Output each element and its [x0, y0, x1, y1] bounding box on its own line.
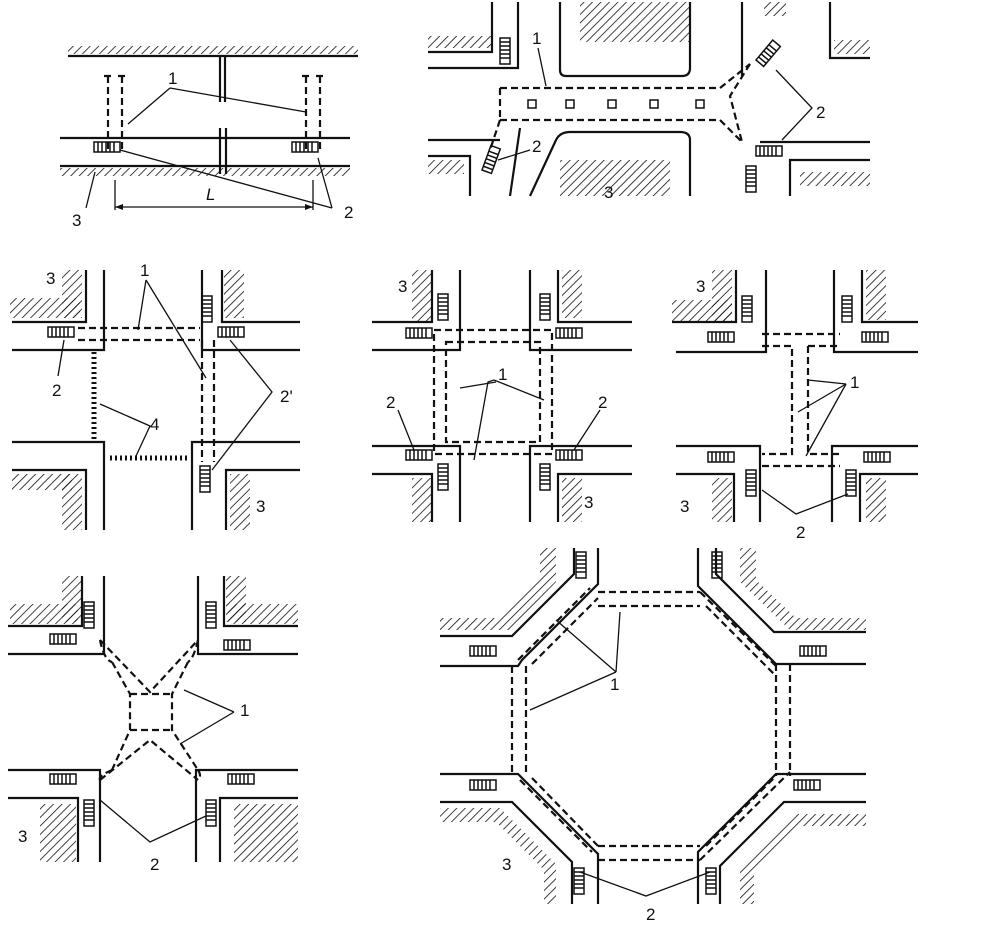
passage-top: [78, 326, 200, 342]
stair-nw-v: [83, 601, 95, 629]
stair-north: [499, 37, 511, 65]
stair-sw-h: [49, 773, 77, 785]
top-sidewalk-hatch: [68, 46, 358, 54]
passage-south: [598, 844, 700, 862]
label-passage: 1: [240, 701, 249, 720]
stair-w1: [469, 645, 497, 657]
diagram-straight-underpass: L 1 2 3: [60, 46, 358, 230]
label-stair: 2: [796, 523, 805, 542]
label-sidewalk-nw: 3: [398, 277, 407, 296]
diagram-t-junction-underpass: 1 2 2 3: [428, 2, 870, 202]
stair-ne-h: [223, 639, 251, 651]
passage-right: [302, 74, 324, 150]
label-stair: 2: [816, 103, 825, 122]
stair-sw-h: [405, 449, 433, 461]
passage-east: [774, 664, 792, 776]
label-stair: 2: [344, 203, 353, 222]
passage-x: [99, 639, 199, 781]
diagram-octagonal-ring: 1 2 3: [440, 548, 866, 924]
label-passage: 1: [610, 675, 619, 694]
ring-outer: [432, 328, 554, 456]
stair-north: [201, 295, 213, 323]
label-stair: 2: [646, 905, 655, 924]
label-stair: 2: [52, 381, 61, 400]
stair-se-v: [845, 469, 857, 497]
bottom-sidewalk-hatch: [60, 168, 350, 176]
stair-se-v: [205, 799, 217, 827]
passage-u: [762, 332, 840, 468]
stair-ne-v: [539, 293, 551, 321]
stair-south: [199, 465, 211, 493]
stair-nw-v: [741, 295, 753, 323]
stair-se-h: [863, 451, 891, 463]
stair-sw-v: [745, 469, 757, 497]
diagram-u-shaped: 1 2 3 3: [672, 270, 918, 542]
stair-south: [745, 165, 757, 193]
label-sidewalk-nw: 3: [46, 269, 55, 288]
stair-e1: [799, 645, 827, 657]
diagram-cross-with-islands: 1 2 2' 4 3 3: [10, 261, 300, 530]
diagram-square-ring: 1 2 2 3 3: [372, 270, 632, 522]
stair-n1: [575, 551, 587, 579]
label-stair-alt: 2': [280, 387, 293, 406]
label-passage: 1: [168, 69, 177, 88]
stair-s1: [573, 867, 585, 895]
label-stair-e: 2: [598, 393, 607, 412]
stair-ne: [755, 39, 782, 68]
label-sidewalk-sw: 3: [680, 497, 689, 516]
stair-nw-h: [49, 633, 77, 645]
stair-sw: [481, 144, 502, 175]
stair-ne-v: [841, 295, 853, 323]
label-sidewalk: 3: [502, 855, 511, 874]
label-passage: 1: [532, 29, 541, 48]
label-sidewalk-se: 3: [584, 493, 593, 512]
label-sidewalk: 3: [604, 183, 613, 202]
stair-s2: [705, 867, 717, 895]
stair-east: [217, 326, 245, 338]
stair-se-h: [227, 773, 255, 785]
stair-nw-v: [437, 293, 449, 321]
label-passage: 1: [850, 373, 859, 392]
stair-se: [755, 145, 783, 157]
stair-nw-h: [405, 327, 433, 339]
label-stair: 2: [150, 855, 159, 874]
length-label: L: [206, 185, 215, 204]
stair-sw-v: [437, 463, 449, 491]
passage-main: [500, 63, 751, 143]
stair-w2: [469, 779, 497, 791]
label-stair-2: 2: [532, 137, 541, 156]
passage-west: [510, 666, 528, 776]
stair-sw-v: [83, 799, 95, 827]
diagram-x-shaped: 1 2 3: [8, 576, 298, 874]
stair-west: [47, 326, 75, 338]
stair-ne-h: [861, 331, 889, 343]
label-stair-w: 2: [386, 393, 395, 412]
passage-left: [104, 74, 126, 150]
label-sidewalk-se: 3: [256, 497, 265, 516]
passage-north: [598, 590, 700, 608]
label-passage: 1: [140, 261, 149, 280]
passage-right: [200, 340, 216, 462]
stair-e2: [793, 779, 821, 791]
label-passage: 1: [498, 365, 507, 384]
label-sidewalk: 3: [18, 827, 27, 846]
label-island: 4: [150, 415, 159, 434]
stair-ne-h: [555, 327, 583, 339]
ring-inner: [444, 340, 542, 444]
stair-se-h: [555, 449, 583, 461]
label-sidewalk-nw: 3: [696, 277, 705, 296]
stair-nw-h: [707, 331, 735, 343]
stair-se-v: [539, 463, 551, 491]
stair-sw-h: [707, 451, 735, 463]
label-sidewalk: 3: [72, 211, 81, 230]
stair-ne-v: [205, 601, 217, 629]
